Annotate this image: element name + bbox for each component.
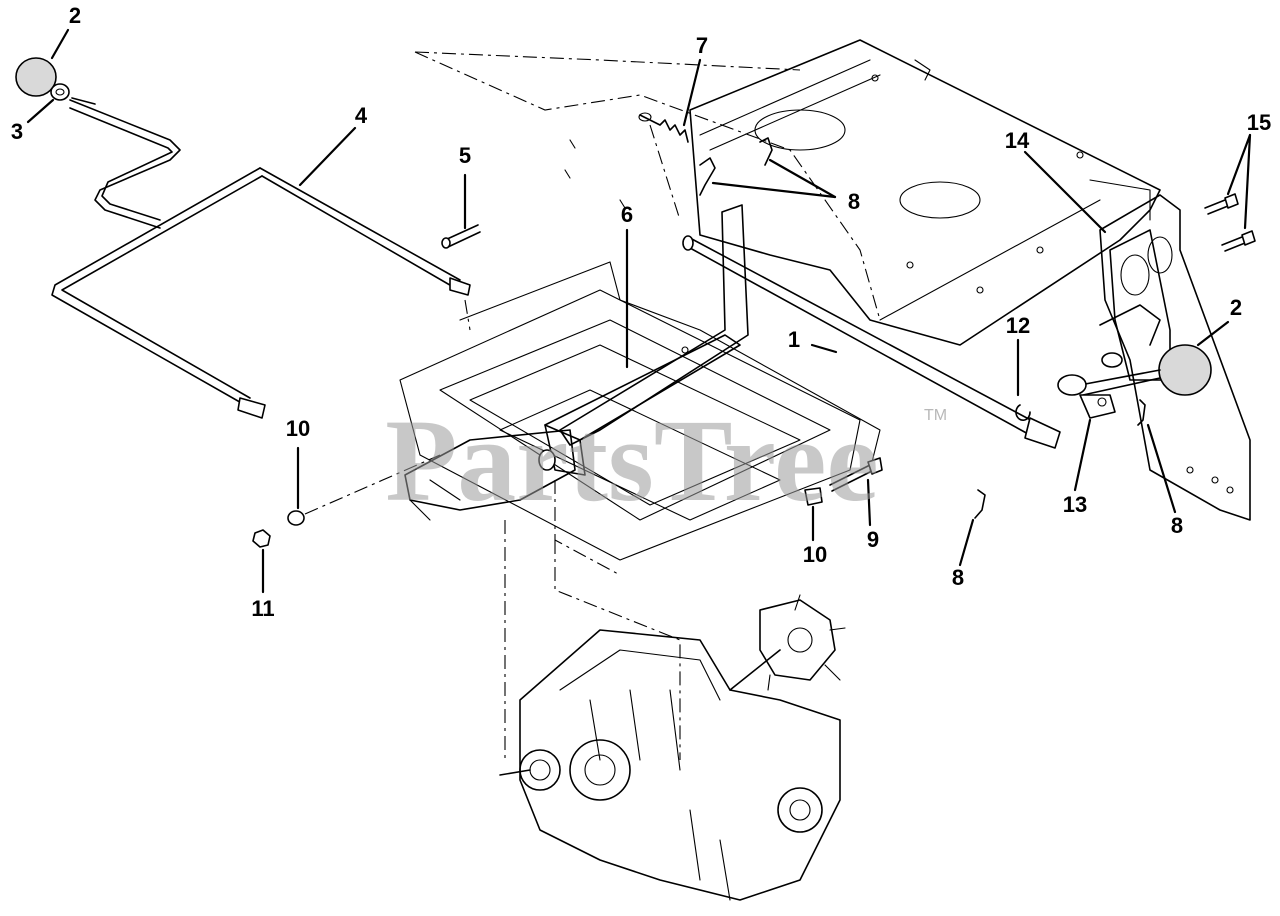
- seat-plate: [689, 39, 1161, 346]
- callout-14: 14: [1005, 128, 1030, 153]
- transaxle: [499, 594, 846, 901]
- knob-right-assembly: [1057, 344, 1212, 419]
- bolt-part-9: [804, 457, 883, 506]
- callout-2-top-left: 2: [69, 3, 81, 28]
- shift-handle-part-4: [51, 99, 471, 419]
- callout-9: 9: [867, 527, 879, 552]
- callout-10-left: 10: [286, 416, 310, 441]
- callout-8-top: 8: [848, 189, 860, 214]
- callout-8-right: 8: [1171, 513, 1183, 538]
- parts-tree-watermark: PartsTree TM: [385, 395, 947, 526]
- spring-part-7: [638, 112, 689, 221]
- lever-bracket-part-6: [404, 204, 749, 521]
- callout-15: 15: [1247, 110, 1271, 135]
- callout-10-center: 10: [803, 542, 827, 567]
- spacer-nut-left: [252, 454, 441, 548]
- cotter-pin-part-5: [441, 224, 481, 249]
- callout-4: 4: [355, 103, 368, 128]
- bolts-part-15: [1204, 193, 1256, 252]
- chassis-frame: [399, 51, 881, 760]
- callout-8-bottom: 8: [952, 565, 964, 590]
- callout-7: 7: [696, 33, 708, 58]
- leader-lines: [26, 28, 1252, 594]
- callout-labels: 2 3 4 5 6 7 8 14 15 2 1 12 10 11 10 9 8 …: [11, 3, 1271, 621]
- callout-11: 11: [251, 596, 274, 621]
- callout-13: 13: [1063, 492, 1087, 517]
- callout-2-right: 2: [1230, 295, 1242, 320]
- callout-12: 12: [1006, 313, 1030, 338]
- control-rod-part-1: [682, 235, 1061, 449]
- knob-top-left: [15, 57, 96, 105]
- e-clip-part-12: [1015, 404, 1031, 421]
- watermark-trademark: TM: [924, 407, 947, 424]
- watermark-text: PartsTree: [385, 395, 879, 526]
- callout-6: 6: [621, 202, 633, 227]
- hairpin-clips: [699, 137, 1146, 519]
- callout-5: 5: [459, 143, 471, 168]
- callout-3: 3: [11, 119, 23, 144]
- callout-1: 1: [788, 327, 800, 352]
